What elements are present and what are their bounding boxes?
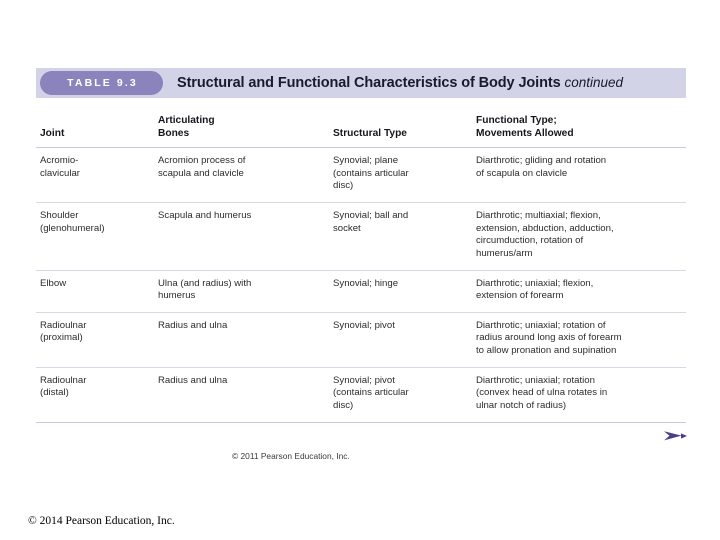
cell-line: extension of forearm: [476, 290, 564, 302]
table-row: Radioulnar (distal) Radius and ulna Syno…: [36, 367, 686, 423]
cell-line: Elbow: [40, 277, 67, 289]
column-header-bones-line1: Articulating: [158, 115, 215, 126]
cell-line: Scapula and humerus: [158, 209, 252, 221]
cell-line: Radius and ulna: [158, 374, 228, 386]
cell-line: radius around long axis of forearm: [476, 332, 622, 344]
column-header-bones-line2: Bones: [158, 128, 190, 140]
cell-line: Diarthrotic; uniaxial; rotation: [476, 374, 595, 386]
cell-line: socket: [333, 222, 361, 234]
cell-structural: Synovial; hinge: [333, 270, 476, 313]
cell-line: (contains articular: [333, 167, 409, 179]
cell-line: of scapula on clavicle: [476, 167, 568, 179]
cell-bones: Ulna (and radius) with humerus: [158, 270, 333, 313]
cell-line: Acromion process of: [158, 154, 246, 166]
cell-line: Synovial; ball and: [333, 209, 409, 221]
figure-footer: © 2011 Pearson Education, Inc.: [36, 423, 688, 475]
cell-line: Radioulnar: [40, 374, 87, 386]
cell-line: ulnar notch of radius): [476, 400, 567, 412]
cell-line: Shoulder: [40, 209, 79, 221]
cell-structural: Synovial; pivot (contains articular disc…: [333, 367, 476, 423]
cell-line: to allow pronation and supination: [476, 345, 617, 357]
cell-line: (glenohumeral): [40, 222, 105, 234]
cell-line: circumduction, rotation of: [476, 235, 584, 247]
cell-line: disc): [333, 180, 354, 192]
cell-line: Diarthrotic; gliding and rotation: [476, 154, 607, 166]
joints-table: Joint Articulating Bones Structural Type…: [36, 98, 686, 423]
cell-line: extension, abduction, adduction,: [476, 222, 614, 234]
cell-line: humerus/arm: [476, 247, 533, 259]
column-header-functional-line2: Movements Allowed: [476, 128, 574, 140]
cell-line: clavicular: [40, 167, 80, 179]
cell-structural: Synovial; plane (contains articular disc…: [333, 147, 476, 203]
cell-joint: Shoulder (glenohumeral): [36, 202, 158, 271]
cell-structural: Synovial; ball and socket: [333, 202, 476, 271]
cell-line: Diarthrotic; uniaxial; rotation of: [476, 319, 606, 331]
arrow-right-icon[interactable]: [662, 427, 688, 445]
table-title-continued: continued: [564, 75, 624, 90]
cell-line: scapula and clavicle: [158, 167, 244, 179]
cell-bones: Scapula and humerus: [158, 202, 333, 271]
cell-line: (distal): [40, 387, 69, 399]
table-number-badge: TABLE 9.3: [40, 71, 163, 95]
figure-copyright: © 2011 Pearson Education, Inc.: [232, 450, 350, 461]
cell-joint: Radioulnar (distal): [36, 367, 158, 423]
cell-line: Synovial; hinge: [333, 277, 399, 289]
cell-line: Radioulnar: [40, 319, 87, 331]
table-row: Radioulnar (proximal) Radius and ulna Sy…: [36, 312, 686, 368]
cell-functional: Diarthrotic; uniaxial; flexion, extensio…: [476, 270, 686, 313]
cell-functional: Diarthrotic; uniaxial; rotation of radiu…: [476, 312, 686, 368]
cell-line: Synovial; plane: [333, 154, 399, 166]
cell-line: (contains articular: [333, 387, 409, 399]
cell-structural: Synovial; pivot: [333, 312, 476, 368]
cell-joint: Elbow: [36, 270, 158, 313]
cell-line: Acromio-: [40, 154, 79, 166]
column-header-joint: Joint: [36, 98, 158, 148]
column-header-joint-line1: Joint: [40, 128, 65, 140]
cell-line: (convex head of ulna rotates in: [476, 387, 608, 399]
table-row: Shoulder (glenohumeral) Scapula and hume…: [36, 202, 686, 271]
column-header-functional-line1: Functional Type;: [476, 115, 557, 126]
table-body: Acromio- clavicular Acromion process of …: [36, 147, 686, 423]
cell-functional: Diarthrotic; multiaxial; flexion, extens…: [476, 202, 686, 271]
cell-line: Radius and ulna: [158, 319, 228, 331]
cell-line: (proximal): [40, 332, 83, 344]
cell-bones: Radius and ulna: [158, 367, 333, 423]
cell-joint: Acromio- clavicular: [36, 147, 158, 203]
slide-copyright: © 2014 Pearson Education, Inc.: [28, 515, 175, 527]
cell-joint: Radioulnar (proximal): [36, 312, 158, 368]
column-header-structural-line1: Structural Type: [333, 128, 407, 140]
cell-line: humerus: [158, 290, 196, 302]
cell-line: Synovial; pivot: [333, 319, 395, 331]
table-header-row: Joint Articulating Bones Structural Type…: [36, 98, 686, 148]
cell-line: disc): [333, 400, 354, 412]
table-title-main: Structural and Functional Characteristic…: [177, 75, 561, 91]
column-header-structural-type: Structural Type: [333, 98, 476, 148]
table-row: Acromio- clavicular Acromion process of …: [36, 147, 686, 203]
table-header-band: TABLE 9.3 Structural and Functional Char…: [36, 68, 686, 98]
cell-line: Diarthrotic; multiaxial; flexion,: [476, 209, 601, 221]
column-header-articulating-bones: Articulating Bones: [158, 98, 333, 148]
cell-line: Synovial; pivot: [333, 374, 395, 386]
cell-line: Ulna (and radius) with: [158, 277, 252, 289]
table-head: Joint Articulating Bones Structural Type…: [36, 98, 686, 148]
table-title: Structural and Functional Characteristic…: [177, 75, 623, 91]
cell-functional: Diarthrotic; uniaxial; rotation (convex …: [476, 367, 686, 423]
table-row: Elbow Ulna (and radius) with humerus Syn…: [36, 270, 686, 313]
table-figure: TABLE 9.3 Structural and Functional Char…: [36, 68, 688, 475]
cell-functional: Diarthrotic; gliding and rotation of sca…: [476, 147, 686, 203]
cell-bones: Acromion process of scapula and clavicle: [158, 147, 333, 203]
cell-bones: Radius and ulna: [158, 312, 333, 368]
column-header-functional-type: Functional Type; Movements Allowed: [476, 98, 686, 148]
cell-line: Diarthrotic; uniaxial; flexion,: [476, 277, 594, 289]
